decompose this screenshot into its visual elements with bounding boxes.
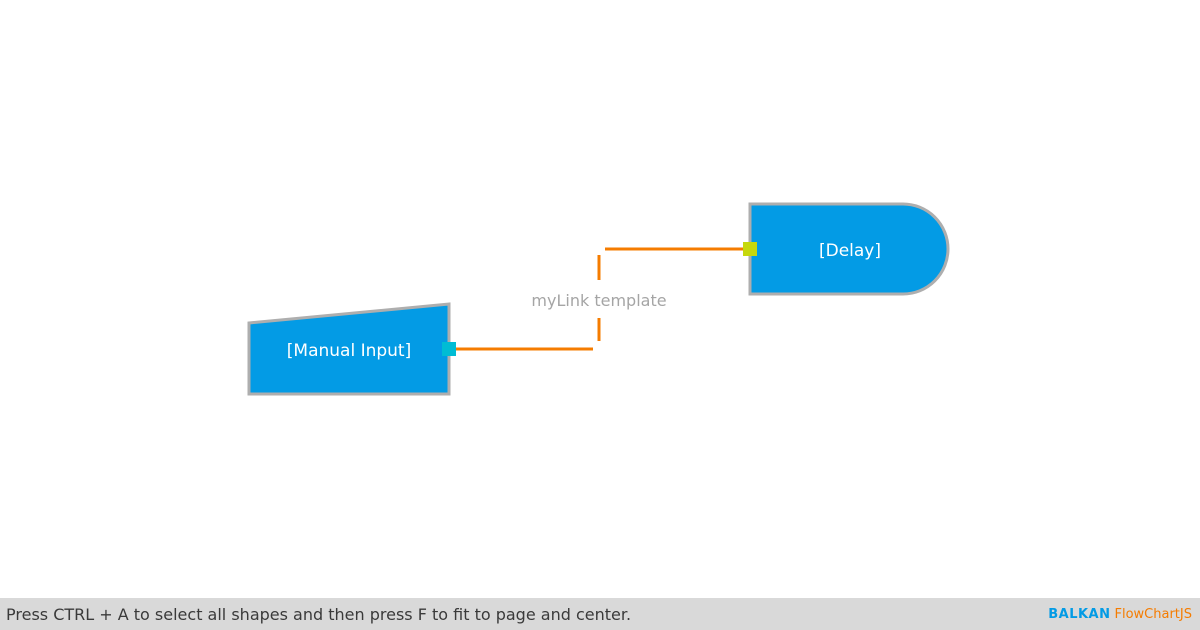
manual-input-label: [Manual Input]: [287, 341, 411, 361]
link-connector[interactable]: myLink template: [456, 247, 744, 351]
flowchart-canvas[interactable]: myLink template [Manual Input] [Delay]: [0, 0, 1200, 598]
status-hint: Press CTRL + A to select all shapes and …: [6, 604, 632, 624]
link-label: myLink template: [531, 291, 666, 310]
manual-input-shape[interactable]: [Manual Input]: [247, 302, 451, 396]
delay-shape[interactable]: [Delay]: [748, 202, 950, 296]
brand-secondary: FlowChartJS: [1114, 606, 1193, 622]
delay-body[interactable]: [748, 202, 950, 296]
delay-label: [Delay]: [819, 241, 881, 261]
status-bar: Press CTRL + A to select all shapes and …: [0, 598, 1200, 630]
brand-primary: BALKAN: [1048, 606, 1111, 622]
manual-input-body[interactable]: [247, 302, 451, 396]
output-port[interactable]: [442, 342, 456, 356]
flowchart-svg: myLink template [Manual Input] [Delay]: [247, 202, 950, 396]
input-port[interactable]: [743, 242, 757, 256]
